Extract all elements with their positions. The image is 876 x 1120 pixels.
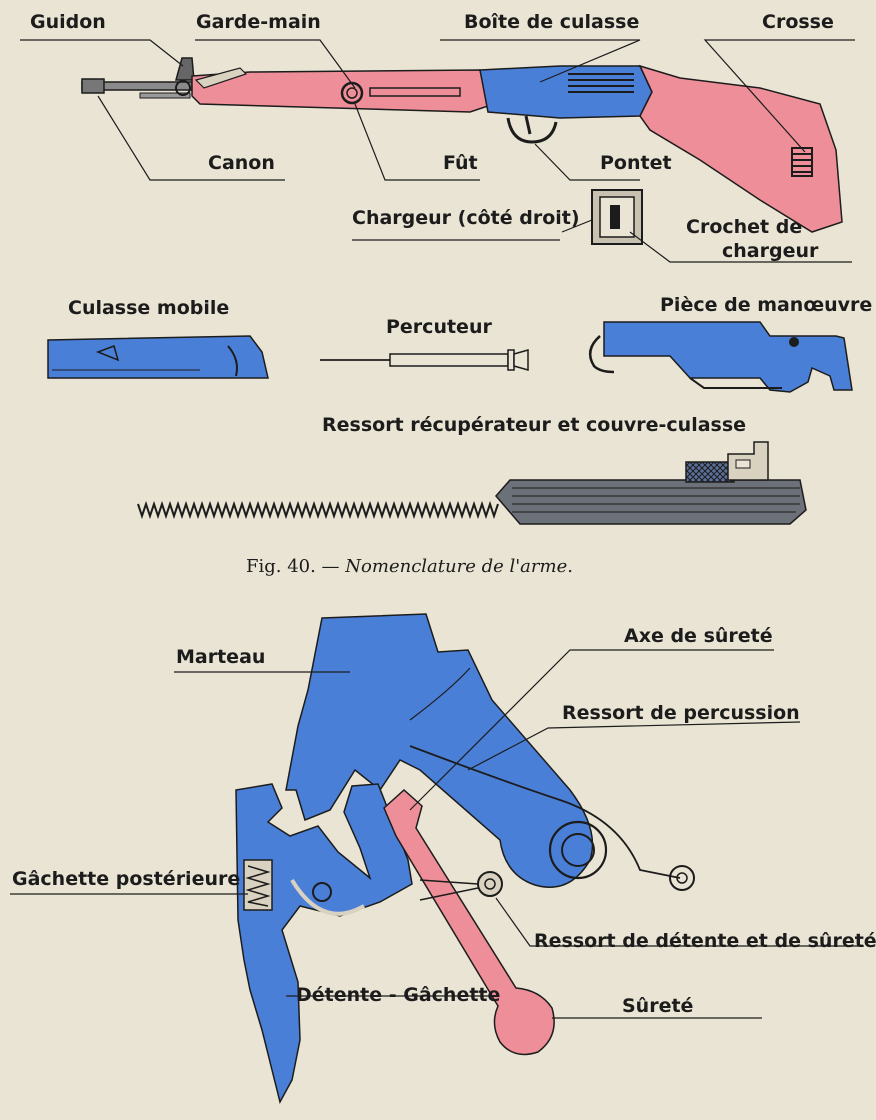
label-crochet-2: chargeur — [722, 240, 819, 262]
figure-caption: Fig. 40. — Nomenclature de l'arme. — [246, 556, 573, 577]
label-detente-gachette: Détente - Gâchette — [296, 984, 501, 1006]
label-ressort-de-percussion: Ressort de percussion — [562, 702, 800, 724]
canon-barrel — [81, 78, 193, 99]
spring-anchor — [669, 865, 695, 891]
gachette-posterieure-pin — [312, 882, 332, 902]
ressort-de-percussion-spring — [409, 745, 681, 879]
fut-slot — [369, 87, 461, 97]
percuteur-firing-pin — [320, 349, 529, 371]
garde-main-handguard — [194, 67, 248, 89]
label-axe-de-surete: Axe de sûreté — [624, 625, 773, 647]
ressort-recuperateur-spring — [137, 500, 499, 520]
label-chargeur: Chargeur (côté droit) — [352, 207, 580, 229]
pontet-trigger-guard — [506, 117, 558, 144]
label-crochet-1: Crochet de — [686, 216, 803, 238]
hammer-pivot — [548, 820, 608, 880]
crosse-stock — [638, 64, 843, 233]
gachette-posterieure-spring — [243, 859, 273, 911]
label-garde-main: Garde-main — [196, 11, 321, 33]
label-fut: Fût — [443, 152, 478, 174]
label-ressort-de-detente: Ressort de détente et de sûreté — [534, 930, 876, 952]
label-gachette-posterieure: Gâchette postérieure — [12, 868, 241, 890]
label-ressort-recuperateur: Ressort récupérateur et couvre-culasse — [322, 414, 747, 436]
figure-number: Fig. 40. — — [246, 556, 340, 577]
couvre-culasse-bolt-cover — [495, 441, 807, 525]
marteau-arc — [409, 667, 471, 721]
label-guidon: Guidon — [30, 11, 106, 33]
label-percuteur: Percuteur — [386, 316, 492, 338]
label-pontet: Pontet — [600, 152, 672, 174]
surete-safety — [383, 788, 555, 1056]
figure-title: Nomenclature de l'arme. — [345, 556, 573, 577]
trigger — [524, 115, 532, 135]
fut-forestock — [191, 69, 489, 113]
receiver-ribs — [568, 73, 634, 93]
detente-arc — [290, 878, 365, 916]
label-boite-de-culasse: Boîte de culasse — [464, 11, 640, 33]
chargeur-leaders — [352, 219, 852, 263]
piece-de-manoeuvre-operating-rod — [588, 321, 853, 393]
detente-gachette-trigger — [235, 783, 413, 1105]
label-culasse-mobile: Culasse mobile — [68, 297, 230, 319]
label-surete: Sûreté — [622, 995, 694, 1017]
rifle-leaders — [20, 39, 855, 181]
label-canon: Canon — [208, 152, 275, 174]
trigger-leaders — [10, 649, 864, 1019]
label-marteau: Marteau — [176, 646, 266, 668]
label-piece-de-manoeuvre: Pièce de manœuvre — [660, 294, 873, 316]
culasse-mobile-bolt — [47, 335, 269, 379]
ressort-de-detente-pivot — [419, 871, 503, 901]
label-crosse: Crosse — [762, 11, 834, 33]
rifle — [81, 57, 843, 233]
